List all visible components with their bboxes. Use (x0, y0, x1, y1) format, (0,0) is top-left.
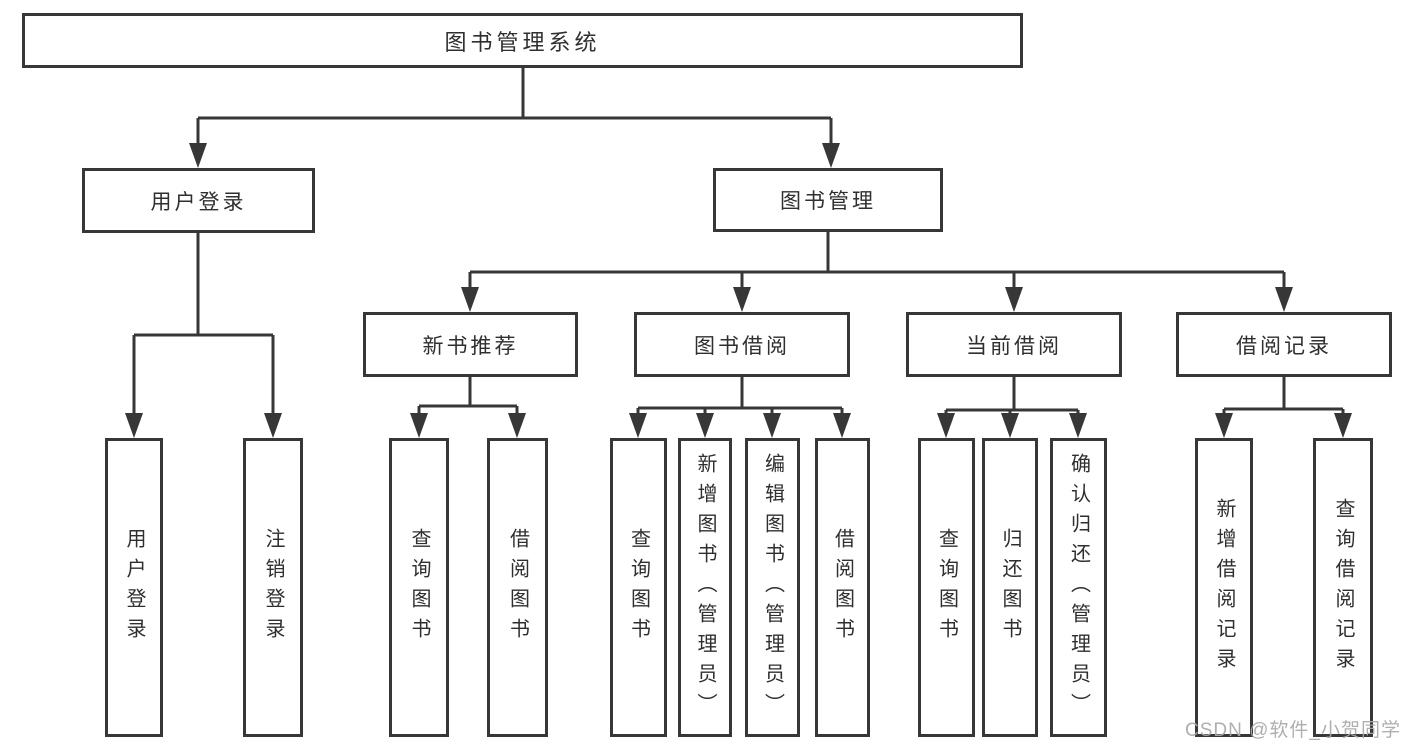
csdn-watermark: CSDN @软件_小贺同学 (1185, 720, 1401, 741)
node-label: 当前借阅 (966, 334, 1062, 358)
node-label: 图书管理系统 (444, 29, 601, 55)
node-label: 注销登录 (262, 527, 284, 648)
node-new-book-recommend: 新书推荐 (363, 312, 578, 377)
node-library-management-system: 图书管理系统 (22, 13, 1023, 68)
node-book-borrow: 图书借阅 (634, 312, 850, 377)
leaf-add-borrow-record: 新增借阅记录 (1195, 438, 1253, 737)
node-label: 用户登录 (123, 527, 145, 648)
leaf-query-books-current: 查询图书 (918, 438, 975, 737)
leaf-edit-books-admin: 编辑图书（管理员） (745, 438, 800, 737)
leaf-add-books-admin: 新增图书（管理员） (678, 438, 732, 737)
leaf-user-login: 用户登录 (105, 438, 163, 737)
node-current-borrow: 当前借阅 (906, 312, 1122, 377)
leaf-logout: 注销登录 (243, 438, 303, 737)
node-label: 图书管理 (780, 190, 876, 213)
node-label: 归还图书 (999, 527, 1021, 648)
leaf-confirm-return-admin: 确认归还（管理员） (1050, 438, 1107, 737)
node-label: 借阅图书 (506, 527, 529, 648)
node-label: 确认归还（管理员） (1067, 452, 1090, 723)
node-label: 编辑图书（管理员） (761, 452, 784, 723)
node-label: 借阅记录 (1236, 334, 1332, 358)
node-label: 查询图书 (935, 527, 958, 648)
node-book-management: 图书管理 (713, 168, 943, 232)
leaf-query-borrow-record: 查询借阅记录 (1313, 438, 1373, 737)
node-label: 查询借阅记录 (1332, 497, 1354, 678)
node-borrow-records: 借阅记录 (1176, 312, 1392, 377)
node-label: 借阅图书 (831, 527, 854, 648)
leaf-query-books-recommend: 查询图书 (389, 438, 449, 737)
node-label: 新增图书（管理员） (694, 452, 716, 723)
node-user-login: 用户登录 (82, 168, 315, 233)
node-label: 用户登录 (150, 190, 247, 214)
node-label: 新书推荐 (422, 334, 519, 358)
arrowheads (125, 143, 1352, 438)
node-label: 查询图书 (627, 527, 650, 648)
node-label: 新增借阅记录 (1213, 497, 1235, 678)
node-label: 查询图书 (408, 527, 430, 648)
node-label: 图书借阅 (694, 334, 790, 358)
leaf-borrow-books-recommend: 借阅图书 (487, 438, 548, 737)
leaf-borrow-books: 借阅图书 (815, 438, 870, 737)
leaf-query-books-borrow: 查询图书 (610, 438, 667, 737)
leaf-return-books: 归还图书 (982, 438, 1038, 737)
